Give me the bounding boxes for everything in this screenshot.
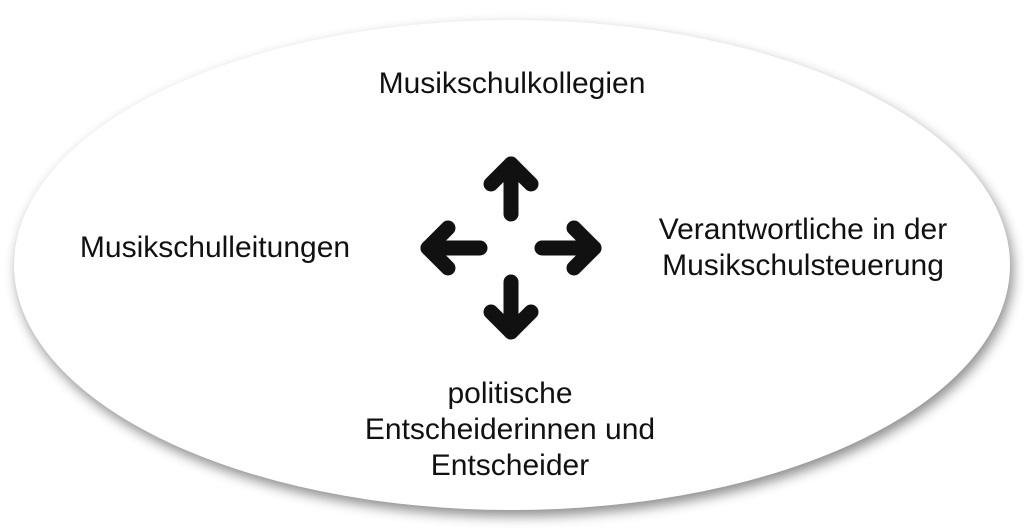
label-left-line-1: Musikschulleitungen [79,231,351,264]
label-right-line-1: Verantwortliche in der [658,213,948,246]
arrow-up-icon [483,156,539,222]
arrow-down-icon [483,274,539,340]
arrow-right-icon [534,220,602,276]
label-bottom-line-2: Entscheiderinnen und [364,413,656,446]
label-bottom-line-3: Entscheider [430,449,590,482]
stakeholder-ellipse [14,20,1010,510]
arrow-left-icon [420,220,488,276]
four-way-arrows-icon [420,156,602,340]
label-top-line-1: Musikschulkollegien [378,67,646,100]
label-top: Musikschulkollegien [312,66,712,102]
label-bottom: politische Entscheiderinnen und Entschei… [310,376,710,484]
label-left: Musikschulleitungen [40,230,390,266]
label-right: Verantwortliche in der Musikschulsteueru… [628,212,978,284]
label-right-line-2: Musikschulsteuerung [662,249,944,282]
label-bottom-line-1: politische [447,377,573,410]
